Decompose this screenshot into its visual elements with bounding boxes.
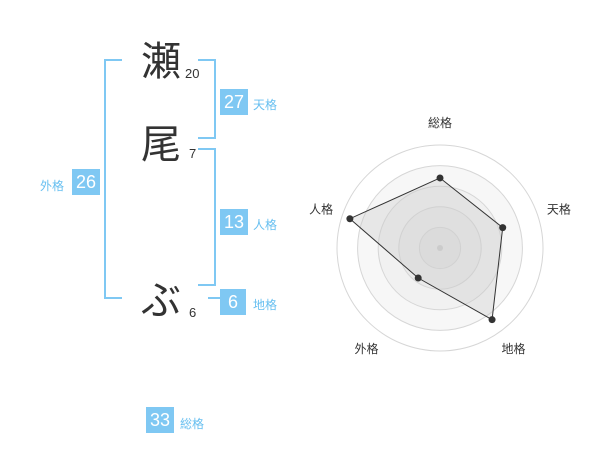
chikaku-label: 地格 (253, 298, 278, 312)
radar-point-4 (414, 274, 422, 282)
radar-axis-label-1: 総格 (428, 115, 452, 130)
name-char-2: 尾 (141, 122, 181, 168)
radar-axis-label-2: 天格 (547, 201, 571, 216)
soukaku-value: 33 (146, 407, 174, 433)
radar-point-5 (346, 215, 354, 223)
radar-axis-label-4: 外格 (355, 341, 379, 356)
radar-axis-label-5: 人格 (309, 201, 333, 216)
tenkaku-value: 27 (220, 89, 248, 115)
name-char-3: ぶ (141, 278, 181, 324)
jinkaku-label: 人格 (253, 218, 278, 232)
stroke-count-3: 6 (189, 305, 197, 320)
jinkaku-bracket (198, 148, 216, 286)
stroke-count-1: 20 (185, 66, 200, 81)
gaikaku-label: 外格 (40, 179, 65, 193)
tenkaku-bracket (198, 59, 216, 139)
radar-point-1 (436, 174, 444, 182)
radar-point-3 (488, 316, 496, 324)
chikaku-value: 6 (220, 289, 246, 315)
stroke-count-2: 7 (189, 146, 197, 161)
name-char-1: 瀬 (141, 39, 181, 85)
gaikaku-value: 26 (72, 169, 100, 195)
gaikaku-bracket (104, 59, 122, 299)
soukaku-label: 総格 (180, 417, 205, 431)
radar-series-shape (348, 177, 504, 321)
radar-point-2 (499, 224, 507, 232)
chikaku-connector (208, 297, 220, 299)
radar-axis-label-3: 地格 (501, 341, 525, 356)
jinkaku-value: 13 (220, 209, 248, 235)
radar-center (437, 245, 443, 251)
tenkaku-label: 天格 (253, 98, 278, 112)
